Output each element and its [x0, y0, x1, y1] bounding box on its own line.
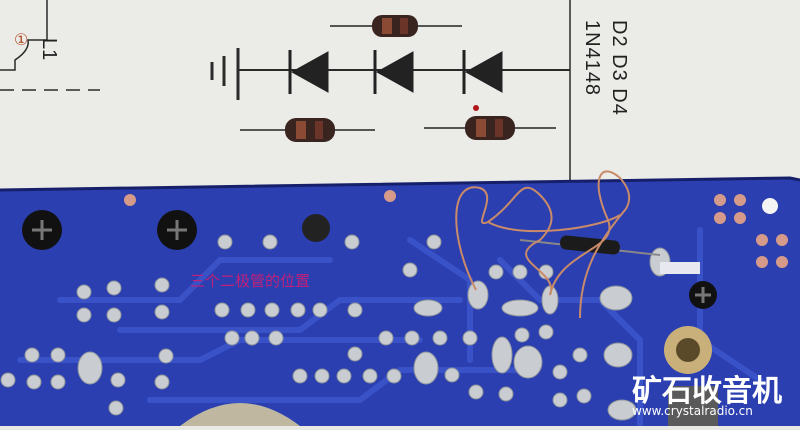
diode-part-number-label: 1N4148: [581, 20, 603, 97]
installed-diode: [519, 235, 661, 256]
glass-diode-right: [465, 116, 515, 140]
pcb-screws: [22, 210, 717, 309]
enamelled-wires: [455, 170, 631, 319]
watermark-title: 矿石收音机: [632, 374, 782, 409]
diode-symbols: [288, 50, 503, 94]
inductor-label: L1: [38, 38, 60, 61]
bottom-components: [180, 262, 718, 426]
glass-diodes: [240, 15, 556, 142]
glass-diode-top: [372, 15, 418, 37]
solder-joints: [0, 234, 671, 421]
red-dot-mark: [473, 105, 479, 111]
diode-symbol-d2: [290, 51, 329, 93]
diode-designators-label: D2 D3 D4: [608, 20, 630, 116]
watermark-url: www.crystalradio.cn: [632, 404, 753, 418]
glass-diode-left: [285, 118, 335, 142]
diode-symbol-d3: [375, 51, 414, 93]
copper-pads: [124, 190, 788, 268]
diode-position-note: 三个二极管的位置: [190, 272, 311, 290]
diode-symbol-d4: [464, 51, 503, 93]
circled-number-label: ①: [14, 32, 29, 49]
